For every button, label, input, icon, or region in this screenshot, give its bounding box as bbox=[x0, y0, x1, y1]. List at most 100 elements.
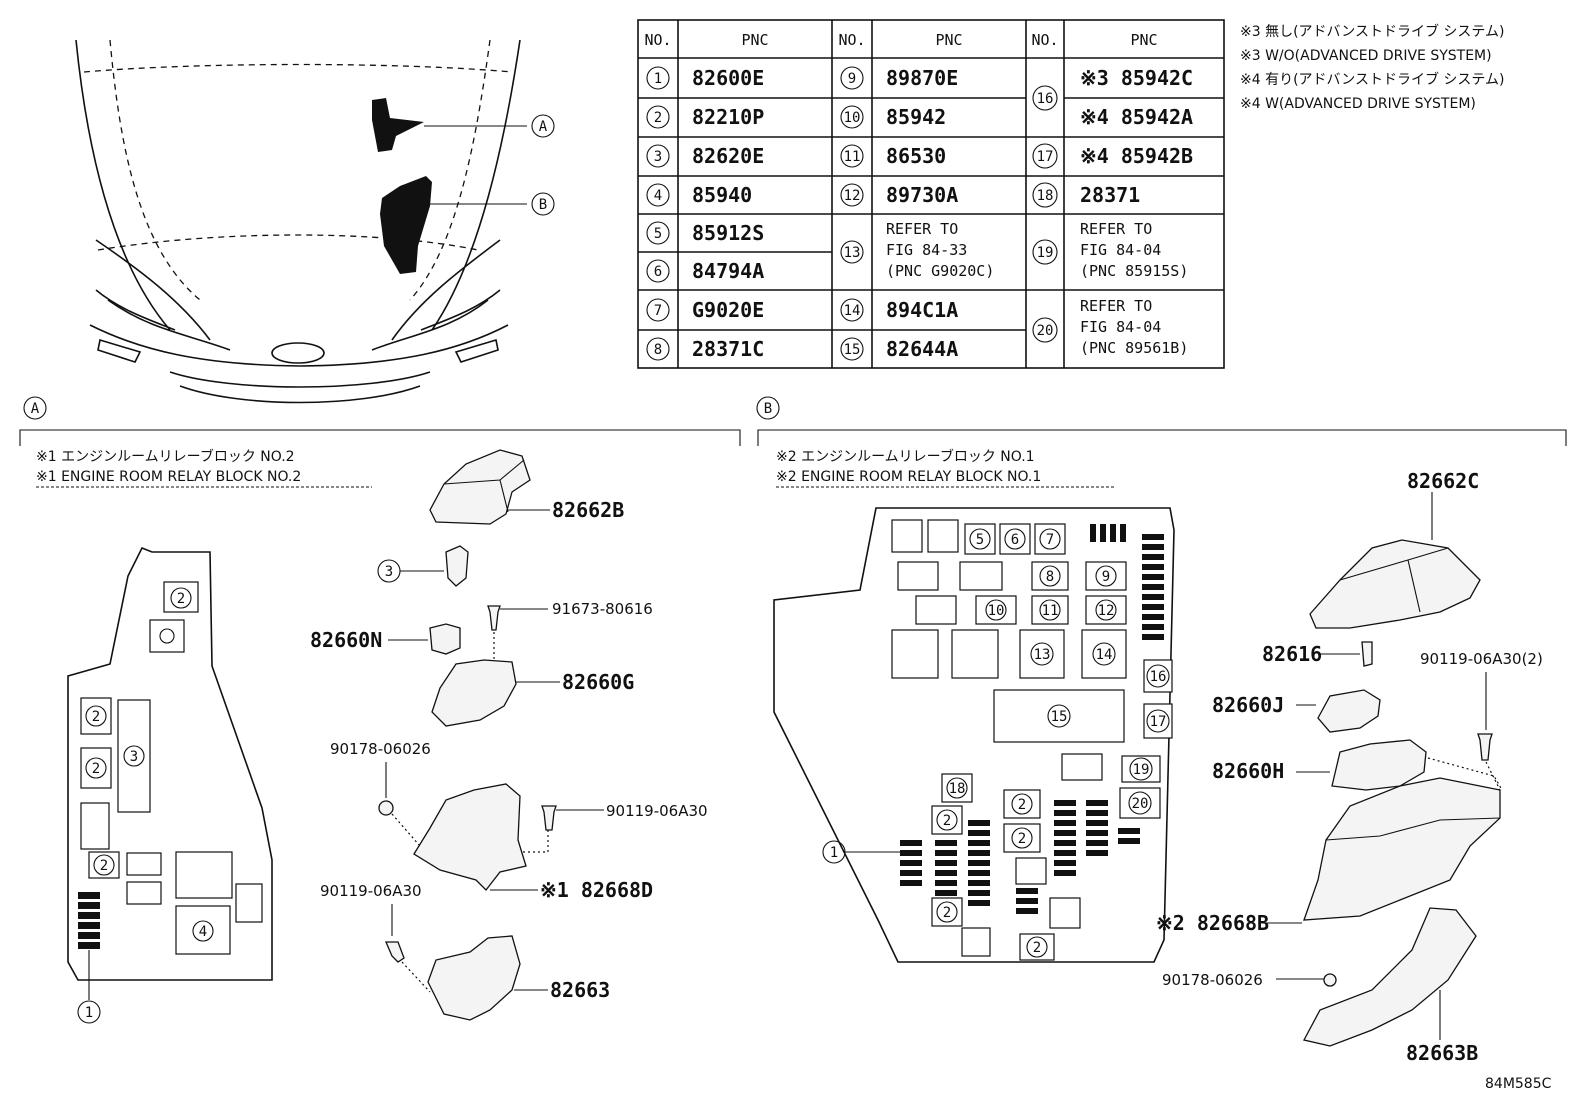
part-90119-06a30-2: 90119-06A30(2) bbox=[1420, 650, 1543, 668]
part-82660n: 82660N bbox=[310, 628, 382, 652]
part-82668b: ※2 82668B bbox=[1156, 911, 1269, 935]
bolt-90119-a bbox=[541, 805, 557, 831]
callout-2: 2 bbox=[100, 858, 108, 874]
pnc-value: 85912S bbox=[692, 221, 764, 245]
part-82616: 82616 bbox=[1262, 642, 1322, 666]
callout-6: 6 bbox=[1011, 532, 1019, 548]
nut-90178 bbox=[378, 800, 394, 816]
section-a-title-jp: ※1 エンジンルームリレーブロック NO.2 bbox=[36, 448, 295, 465]
row-number: 8 bbox=[654, 342, 662, 358]
pnc-value: G9020E bbox=[692, 298, 764, 322]
table-header-pnc: PNC bbox=[741, 31, 768, 49]
pnc-value: 84794A bbox=[692, 259, 764, 283]
refer-line: FIG 84-04 bbox=[1080, 241, 1161, 259]
callout-13: 13 bbox=[1034, 647, 1051, 663]
callout-16: 16 bbox=[1150, 669, 1167, 685]
part-90119-06a30-b: 90119-06A30 bbox=[320, 882, 422, 900]
row-number: 3 bbox=[654, 149, 662, 165]
note-line: ※4 W(ADVANCED DRIVE SYSTEM) bbox=[1240, 96, 1476, 112]
nut-90178-06026 bbox=[1323, 973, 1337, 987]
part-82668d: ※1 82668D bbox=[540, 878, 653, 902]
callout-1: 1 bbox=[830, 845, 838, 861]
refer-line: REFER TO bbox=[886, 220, 958, 238]
callout-14: 14 bbox=[1096, 647, 1113, 663]
part-91673-80616: 91673-80616 bbox=[552, 600, 653, 618]
note-line: ※3 無し(アドバンストドライブ システム) bbox=[1240, 23, 1504, 40]
relay-block-location-b bbox=[380, 176, 432, 274]
callout-20: 20 bbox=[1132, 796, 1149, 812]
callout-9: 9 bbox=[1102, 569, 1110, 585]
row-number: 4 bbox=[654, 188, 662, 204]
callout-2: 2 bbox=[1018, 797, 1026, 813]
callout-17: 17 bbox=[1150, 714, 1167, 730]
relay-block-no1-layout bbox=[773, 507, 1175, 963]
part-90119-06a30: 90119-06A30 bbox=[606, 802, 708, 820]
callout-3: 3 bbox=[385, 564, 393, 580]
pnc-value: 89730A bbox=[886, 183, 958, 207]
notes: ※3 無し(アドバンストドライブ システム) ※3 W/O(ADVANCED D… bbox=[1240, 23, 1504, 112]
section-a: A ※1 エンジンルームリレーブロック NO.2 ※1 ENGINE ROOM … bbox=[19, 396, 741, 1024]
fuse-82616 bbox=[1361, 641, 1373, 667]
refer-line: (PNC 89561B) bbox=[1080, 339, 1188, 357]
row-number: 18 bbox=[1037, 188, 1054, 204]
callout-15: 15 bbox=[1051, 709, 1068, 725]
callout-12: 12 bbox=[1098, 603, 1115, 619]
junction-82660h bbox=[1331, 739, 1427, 791]
table-header-pnc: PNC bbox=[1130, 31, 1157, 49]
pnc-value: 86530 bbox=[886, 144, 946, 168]
row-number: 6 bbox=[654, 264, 662, 280]
section-b-title-jp: ※2 エンジンルームリレーブロック NO.1 bbox=[776, 448, 1035, 465]
row-number: 13 bbox=[844, 245, 861, 261]
part-90178-06026: 90178-06026 bbox=[330, 740, 431, 758]
part-82660g: 82660G bbox=[562, 670, 634, 694]
relay-82660n bbox=[429, 623, 461, 655]
section-a-title-en: ※1 ENGINE ROOM RELAY BLOCK NO.2 bbox=[36, 469, 301, 485]
table-header-no: NO. bbox=[838, 31, 865, 49]
bracket-82663b bbox=[1303, 907, 1477, 1047]
table-header-no: NO. bbox=[1031, 31, 1058, 49]
row-number: 5 bbox=[654, 226, 662, 242]
fuse-group-lower bbox=[900, 800, 1140, 914]
callout-2: 2 bbox=[1018, 831, 1026, 847]
callout-8: 8 bbox=[1046, 569, 1054, 585]
callout-4: 4 bbox=[199, 924, 207, 940]
callout-1: 1 bbox=[85, 1005, 93, 1021]
row-number: 15 bbox=[844, 342, 861, 358]
row-number: 10 bbox=[844, 110, 861, 126]
fuse-column-right bbox=[1142, 534, 1164, 640]
bolt-90119-b bbox=[385, 941, 405, 963]
relay-holder-82660j bbox=[1317, 689, 1381, 733]
relay-block-base-82668b bbox=[1303, 777, 1501, 921]
row-number: 16 bbox=[1037, 91, 1054, 107]
pnc-value: ※4 85942B bbox=[1080, 144, 1193, 168]
refer-line: FIG 84-33 bbox=[886, 241, 967, 259]
relay-block-location-a bbox=[372, 98, 424, 152]
pnc-value: 85940 bbox=[692, 183, 752, 207]
section-marker-b: B bbox=[764, 401, 772, 417]
relay-block-cover-82662b bbox=[429, 449, 531, 525]
part-90178-06026-b: 90178-06026 bbox=[1162, 971, 1263, 989]
part-82662b: 82662B bbox=[552, 498, 624, 522]
row-number: 2 bbox=[654, 110, 662, 126]
callout-2: 2 bbox=[943, 813, 951, 829]
location-marker-a: A bbox=[539, 119, 548, 135]
refer-line: (PNC 85915S) bbox=[1080, 262, 1188, 280]
row-number: 9 bbox=[848, 71, 856, 87]
part-82663b: 82663B bbox=[1406, 1041, 1478, 1065]
row-number: 1 bbox=[654, 71, 662, 87]
row-number: 20 bbox=[1037, 323, 1054, 339]
row-number: 11 bbox=[844, 149, 861, 165]
callout-5: 5 bbox=[976, 532, 984, 548]
row-number: 19 bbox=[1037, 245, 1054, 261]
relay-3-part bbox=[445, 545, 469, 587]
bolt-91673 bbox=[487, 605, 501, 631]
pnc-value: 89870E bbox=[886, 66, 958, 90]
row-number: 17 bbox=[1037, 149, 1054, 165]
fuse-stack bbox=[78, 892, 100, 949]
figure-code: 84M585C bbox=[1485, 1076, 1552, 1092]
part-82663: 82663 bbox=[550, 978, 610, 1002]
note-line: ※4 有り(アドバンストドライブ システム) bbox=[1240, 71, 1504, 88]
relay-block-no2-layout bbox=[67, 546, 273, 981]
part-82660j: 82660J bbox=[1212, 693, 1284, 717]
